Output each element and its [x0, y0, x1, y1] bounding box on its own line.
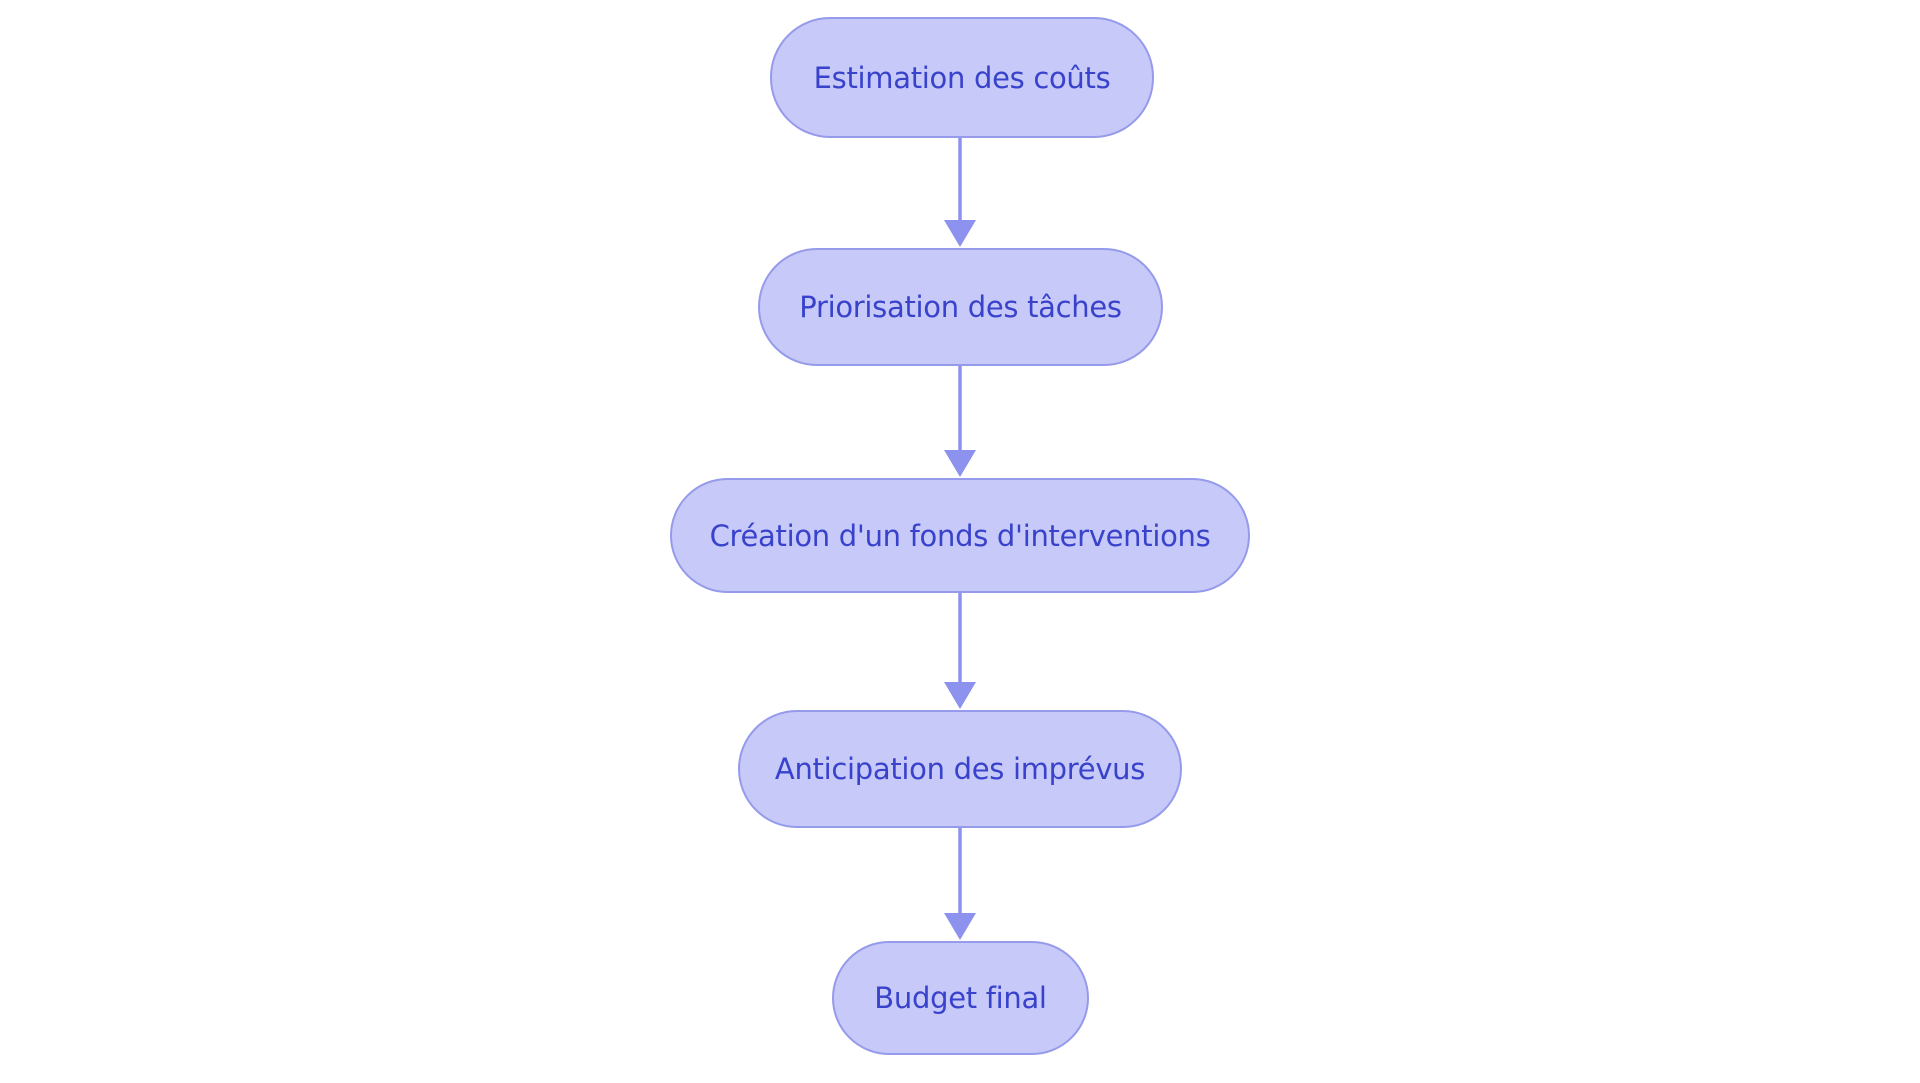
flow-node-budget-final: Budget final	[832, 941, 1089, 1055]
flow-node-anticipation-des-imprevus: Anticipation des imprévus	[738, 710, 1182, 828]
flow-node-creation-fonds-interventions: Création d'un fonds d'interventions	[670, 478, 1250, 593]
flow-arrow-down-icon	[944, 366, 976, 477]
flow-arrow-down-icon	[944, 593, 976, 709]
flow-arrow-down-icon	[944, 828, 976, 940]
flow-arrow-down-icon	[944, 138, 976, 247]
flow-node-estimation-des-couts: Estimation des coûts	[770, 17, 1154, 138]
flow-node-priorisation-des-taches: Priorisation des tâches	[758, 248, 1163, 366]
flow-node-label: Priorisation des tâches	[799, 290, 1122, 324]
flow-node-label: Anticipation des imprévus	[774, 752, 1146, 786]
flow-node-label: Estimation des coûts	[813, 60, 1111, 95]
flow-node-label: Création d'un fonds d'interventions	[709, 518, 1211, 553]
flow-node-label: Budget final	[874, 981, 1047, 1015]
